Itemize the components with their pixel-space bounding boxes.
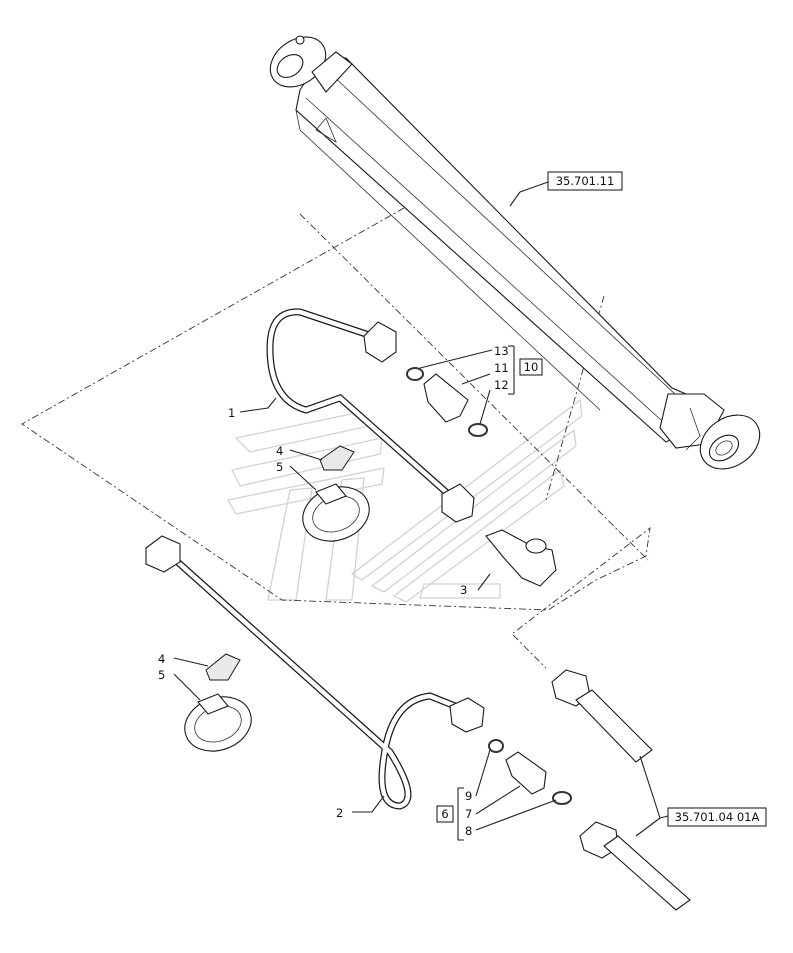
pipe-1-nut-top [363, 321, 397, 363]
callout-13: 13 [494, 344, 509, 358]
insert-4-upper [319, 445, 355, 471]
callout-4-lower: 4 [158, 652, 165, 666]
watermark-logo [226, 398, 583, 603]
o-ring-13 [406, 367, 424, 381]
adapter-11 [423, 373, 469, 423]
bolt-shank [575, 689, 653, 763]
clamp-set-upper [302, 445, 370, 542]
pipe-1 [266, 308, 475, 523]
elbow-3 [485, 529, 557, 587]
bolt [551, 669, 691, 911]
callout-5-lower: 5 [158, 668, 165, 682]
reference-box-bottom[interactable]: 35.701.04 01A [667, 807, 767, 827]
pipe-2-nut-right [449, 697, 485, 733]
leader-lines [173, 181, 669, 841]
callout-7: 7 [465, 807, 472, 821]
callout-4-upper: 4 [276, 444, 283, 458]
callout-8: 8 [465, 824, 472, 838]
hydraulic-cylinder [269, 35, 761, 470]
callout-2: 2 [336, 806, 343, 820]
pipe-2-nut-left [145, 535, 181, 573]
reference-box-top[interactable]: 35.701.11 [547, 171, 623, 191]
adapter-7 [505, 751, 547, 795]
callout-12: 12 [494, 378, 509, 392]
kit-box-10[interactable]: 10 [519, 358, 543, 376]
fittings [406, 367, 572, 805]
clamp-set-lower [184, 653, 252, 752]
callout-11: 11 [494, 361, 509, 375]
kit-label-10: 10 [524, 360, 539, 374]
callout-1: 1 [228, 406, 235, 420]
callouts: 1 2 3 4 5 4 5 13 11 12 9 7 8 [158, 344, 509, 838]
insert-4-lower [205, 653, 241, 681]
o-ring-8 [552, 791, 572, 805]
kit-label-6: 6 [441, 807, 448, 821]
reference-label-top: 35.701.11 [556, 174, 615, 188]
callout-3: 3 [460, 583, 467, 597]
callout-5-upper: 5 [276, 460, 283, 474]
pipe-1-nut-bottom [441, 483, 475, 523]
o-ring-9 [488, 739, 504, 753]
o-ring-12 [468, 423, 488, 437]
callout-9: 9 [465, 789, 472, 803]
reference-label-bottom: 35.701.04 01A [675, 810, 760, 824]
pipe-2 [145, 535, 485, 810]
bolt-thread [603, 835, 691, 911]
kit-box-6[interactable]: 6 [436, 805, 454, 823]
